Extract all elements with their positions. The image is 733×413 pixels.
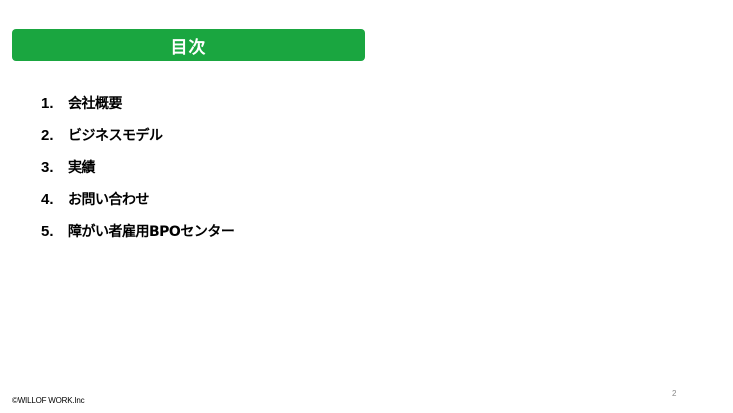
toc-item-label: 実績	[68, 160, 96, 176]
page-number: 2	[672, 389, 677, 398]
toc-item-label: 会社概要	[68, 96, 123, 112]
toc-item: 4. お問い合わせ	[41, 183, 234, 215]
slide-title: 目次	[170, 37, 207, 58]
toc-item-label: お問い合わせ	[68, 192, 150, 208]
toc-item: 3. 実績	[41, 151, 234, 183]
toc-item-number: 5.	[41, 222, 54, 240]
toc-item: 5. 障がい者雇用BPOセンター	[41, 215, 235, 247]
toc-item-label: ビジネスモデル	[68, 128, 163, 144]
toc-item-number: 3.	[41, 158, 54, 176]
title-banner: 目次	[12, 29, 365, 61]
table-of-contents: 1. 会社概要 2. ビジネスモデル 3. 実績 4. お問い合わせ 5. 障が…	[41, 87, 235, 247]
toc-item: 2. ビジネスモデル	[41, 119, 234, 151]
toc-item-number: 4.	[41, 190, 54, 208]
toc-item-label: 障がい者雇用BPOセンター	[68, 224, 235, 240]
toc-item-number: 2.	[41, 126, 54, 144]
copyright-footer: ©WILLOF WORK.Inc	[12, 396, 85, 405]
toc-item: 1. 会社概要	[41, 87, 234, 119]
toc-item-number: 1.	[41, 94, 54, 112]
